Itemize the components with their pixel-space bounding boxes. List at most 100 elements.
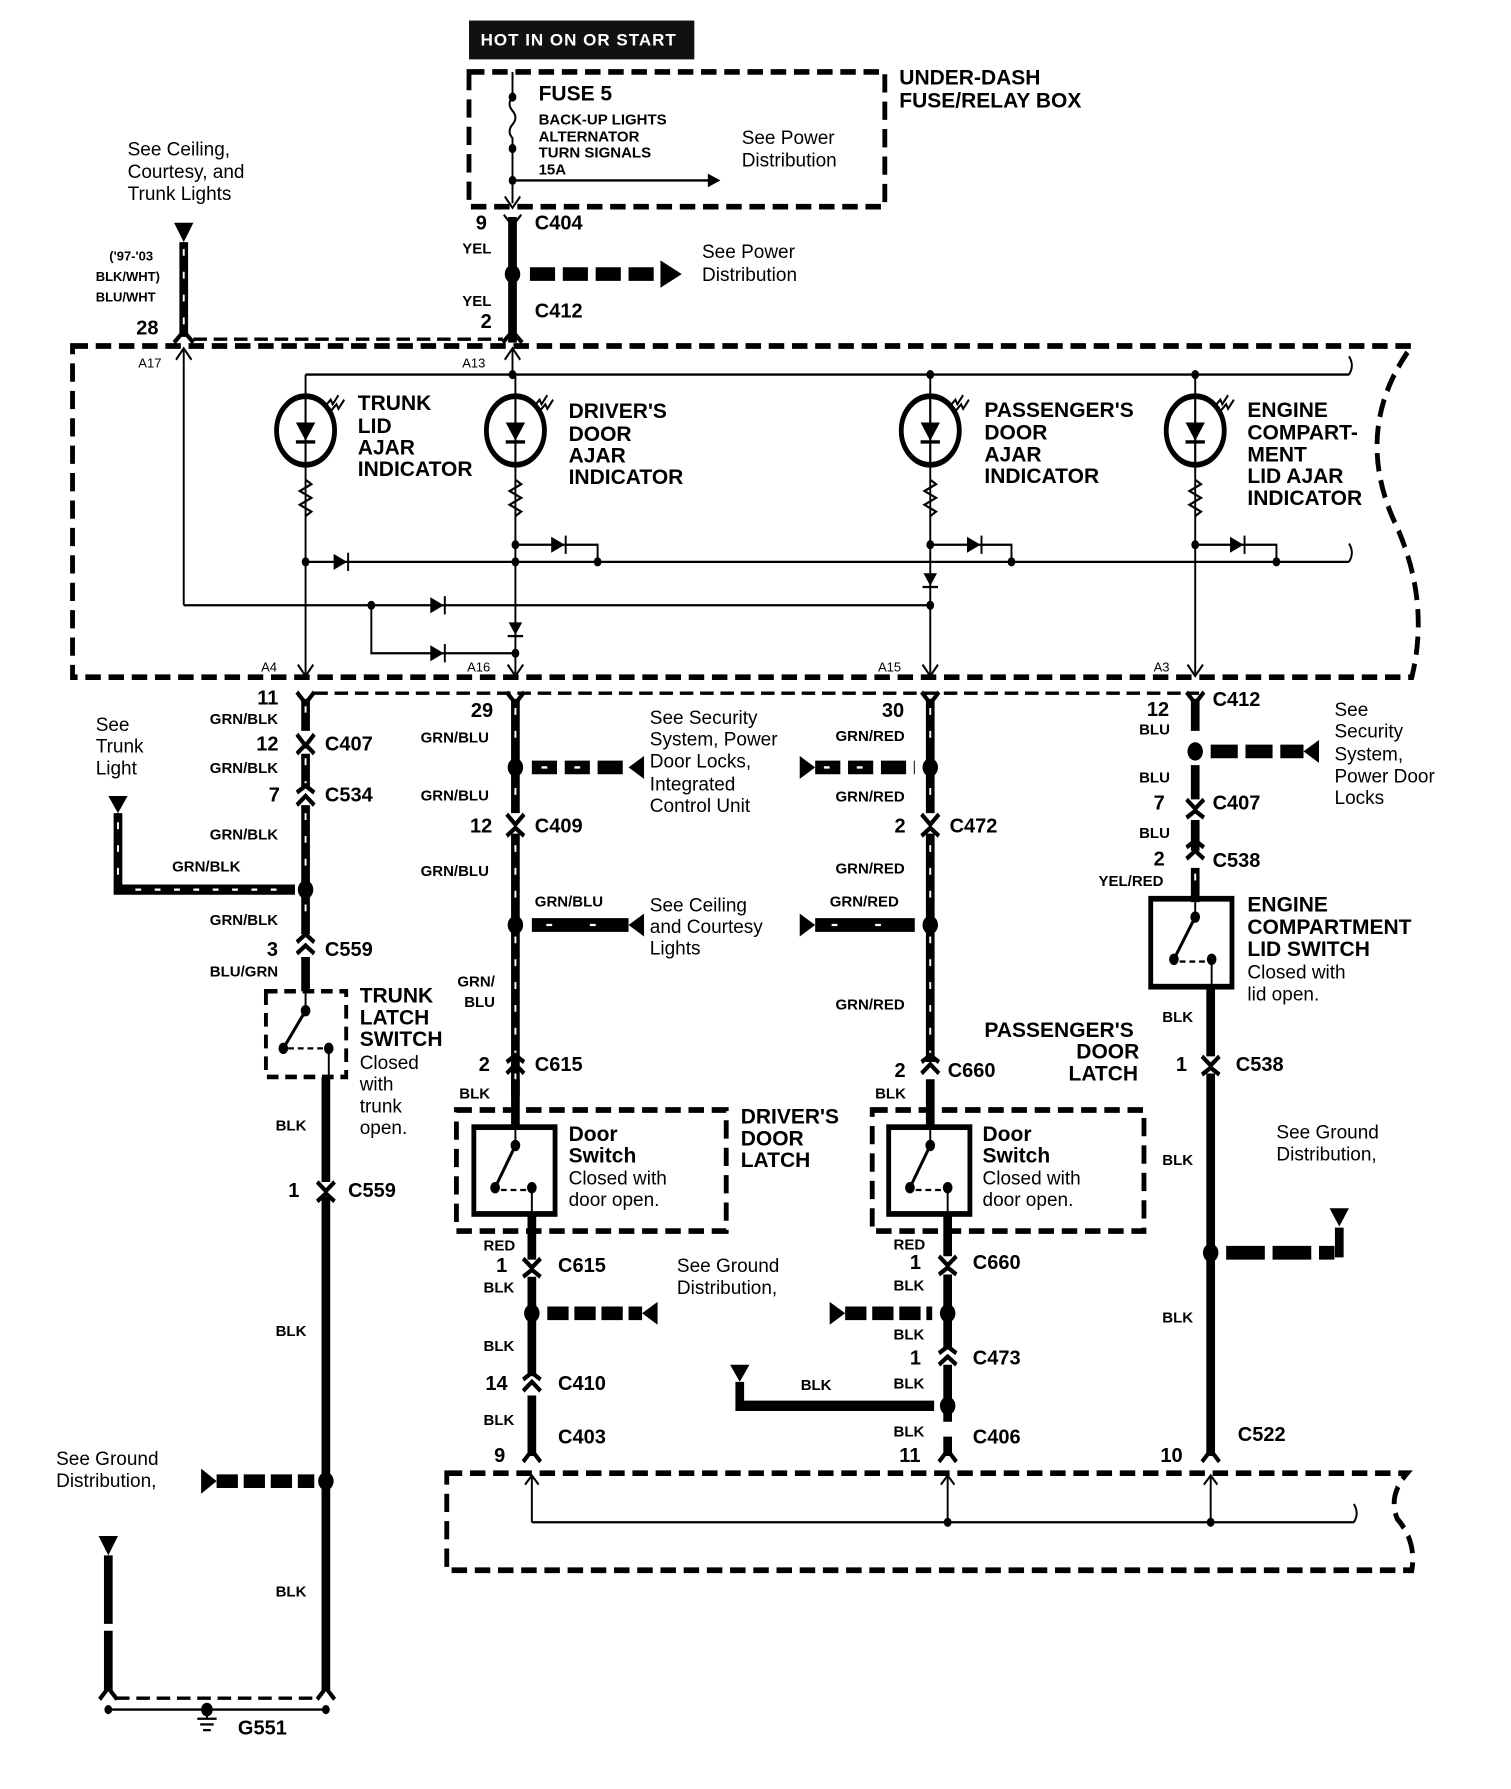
wire-color: GRN/BLK [210, 711, 278, 728]
security-note[interactable]: System, Power [650, 730, 778, 751]
door-switch-label: Switch [983, 1145, 1051, 1168]
connector-id: C404 [535, 213, 584, 235]
ceiling-note[interactable]: Courtesy, and [128, 162, 245, 183]
security-note[interactable]: Integrated [650, 774, 736, 795]
security-note[interactable]: See Security [650, 708, 758, 729]
switch-note: Closed with [569, 1168, 667, 1189]
trunk-light-note[interactable]: Light [96, 758, 138, 779]
wire-color: BLU [464, 994, 495, 1011]
pin-number: 11 [257, 688, 278, 710]
power-dist-note[interactable]: Distribution [702, 265, 797, 286]
indicator-label-driver: AJAR [569, 445, 626, 468]
wire-color: BLU/WHT [96, 290, 156, 305]
pin-number: 14 [485, 1373, 508, 1395]
terminal-id: A4 [261, 660, 277, 675]
engine-security-note[interactable]: Locks [1335, 788, 1385, 809]
wire-color: BLK [801, 1377, 832, 1394]
indicator-label-driver: DRIVER'S [569, 400, 667, 423]
pin-number: 1 [496, 1255, 507, 1277]
indicator-label-engine: COMPART- [1247, 422, 1357, 445]
engine-security-note[interactable]: See [1335, 700, 1369, 721]
ground-dist-note[interactable]: See Ground [1276, 1123, 1378, 1144]
pin-number: 2 [895, 816, 906, 838]
indicator-label-engine: LID AJAR [1247, 465, 1343, 488]
connector-id: C559 [348, 1180, 396, 1202]
ground-icon [197, 1709, 217, 1732]
pin-number: 11 [899, 1445, 920, 1467]
ground-id: G551 [238, 1718, 287, 1740]
ground-dist-note[interactable]: See Ground [677, 1256, 779, 1277]
diode-icon [923, 573, 938, 586]
pin-number: 1 [910, 1348, 921, 1370]
wire-color: GRN/BLK [210, 826, 278, 843]
lamp-passenger [898, 374, 962, 674]
wire-color: BLK [894, 1327, 925, 1344]
wire-color: BLK [484, 1338, 515, 1355]
trunk-light-note[interactable]: Trunk [96, 737, 144, 758]
hot-in-on-or-start-label: HOT IN ON OR START [481, 31, 677, 50]
pin-number: 7 [269, 785, 280, 807]
indicator-label-passenger: PASSENGER'S [984, 399, 1133, 422]
wire-color: GRN/RED [836, 997, 905, 1014]
connector-id: C409 [535, 816, 583, 838]
pin-number: 10 [1160, 1445, 1182, 1467]
engine-security-note[interactable]: Power Door [1335, 766, 1436, 787]
geometry-layer [70, 20, 1421, 1732]
wire-color: BLK [484, 1412, 515, 1429]
ceiling-note[interactable]: Trunk Lights [128, 184, 232, 205]
door-switch-label: Switch [569, 1145, 637, 1168]
ground-dist-note[interactable]: Distribution, [677, 1278, 777, 1299]
fuse-circuit: BACK-UP LIGHTS [539, 112, 667, 129]
indicator-label-driver: DOOR [569, 423, 632, 446]
diode-icon [508, 622, 523, 635]
engine-security-note[interactable]: System, [1335, 745, 1404, 766]
ceiling-courtesy-note[interactable]: Lights [650, 939, 701, 960]
ceiling-courtesy-note[interactable]: See Ceiling [650, 895, 747, 916]
trunk-circuit [98, 690, 349, 1732]
door-switch-label: Door [569, 1123, 618, 1146]
trunk-light-note[interactable]: See [96, 715, 130, 736]
wire-color: BLK [276, 1323, 307, 1340]
wire-color: GRN/RED [836, 789, 905, 806]
fuse-note[interactable]: See Power [742, 128, 836, 149]
ceiling-note[interactable]: See Ceiling, [128, 139, 230, 160]
power-dist-note[interactable]: See Power [702, 242, 796, 263]
passenger-door-latch-label: LATCH [1069, 1062, 1139, 1085]
engine-security-note[interactable]: Security [1335, 722, 1404, 743]
driver-door-latch-label: DOOR [741, 1127, 804, 1150]
hot-label-box [468, 20, 695, 60]
ground-dist-note[interactable]: See Ground [56, 1449, 158, 1470]
pin-number: 1 [1176, 1054, 1187, 1076]
fuse-name: FUSE 5 [539, 83, 613, 106]
wire-color: YEL/RED [1099, 873, 1164, 890]
driver-circuit [454, 690, 729, 1464]
pin-number: 9 [476, 213, 487, 235]
lamp-engine [1163, 374, 1227, 674]
wire-color: GRN/RED [836, 861, 905, 878]
switch-note: Closed with [1247, 963, 1345, 984]
connector-id: C403 [558, 1427, 606, 1449]
connector-id: C559 [325, 939, 373, 961]
indicator-label-engine: ENGINE [1247, 399, 1328, 422]
diode-icon [430, 597, 444, 614]
indicator-label-passenger: DOOR [984, 422, 1047, 445]
pin-number: 2 [481, 311, 492, 333]
security-note[interactable]: Control Unit [650, 796, 751, 817]
ground-dist-note[interactable]: Distribution, [56, 1471, 156, 1492]
ceiling-courtesy-note[interactable]: and Courtesy [650, 917, 764, 938]
wire-color: GRN/BLU [421, 863, 489, 880]
fuse-note[interactable]: Distribution [742, 151, 837, 172]
connector-id: C407 [325, 733, 373, 755]
fuse-symbol-icon [508, 71, 517, 204]
switch-note: door open. [983, 1190, 1074, 1211]
pin-number: 2 [479, 1054, 490, 1076]
connector-id: C410 [558, 1373, 606, 1395]
wire-color: RED [484, 1238, 516, 1255]
connector-id: C615 [535, 1054, 583, 1076]
bottom-module-outline [444, 1470, 1416, 1574]
indicator-label-passenger: AJAR [984, 443, 1041, 466]
connector-id: C615 [558, 1255, 606, 1277]
diode-icon [1230, 536, 1244, 553]
ground-dist-note[interactable]: Distribution, [1276, 1144, 1376, 1165]
security-note[interactable]: Door Locks, [650, 751, 751, 772]
